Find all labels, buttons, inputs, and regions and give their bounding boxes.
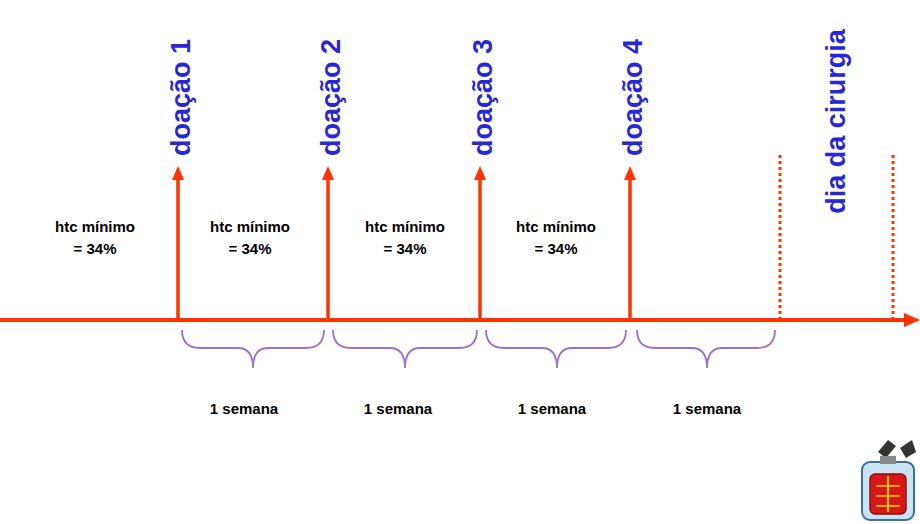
donation-label: doação 4 (618, 39, 649, 156)
week-label: 1 semana (210, 400, 278, 417)
donation-arrows (178, 176, 630, 320)
hematocrit-note: htc mínimo = 34% (50, 216, 140, 260)
hematocrit-note: htc mínimo = 34% (511, 216, 601, 260)
week-label: 1 semana (518, 400, 586, 417)
donation-label: doação 2 (316, 39, 347, 156)
hematocrit-note: htc mínimo = 34% (360, 216, 450, 260)
week-braces (182, 330, 775, 368)
donation-label: doação 3 (468, 39, 499, 156)
blood-bag-icon (862, 440, 916, 520)
week-label: 1 semana (673, 400, 741, 417)
donation-label: doação 1 (166, 39, 197, 156)
time-axis (0, 313, 920, 327)
week-label: 1 semana (364, 400, 432, 417)
surgery-day-label: dia da cirurgia (821, 29, 852, 214)
arrow-heads (172, 166, 636, 180)
hematocrit-note: htc mínimo = 34% (205, 216, 295, 260)
